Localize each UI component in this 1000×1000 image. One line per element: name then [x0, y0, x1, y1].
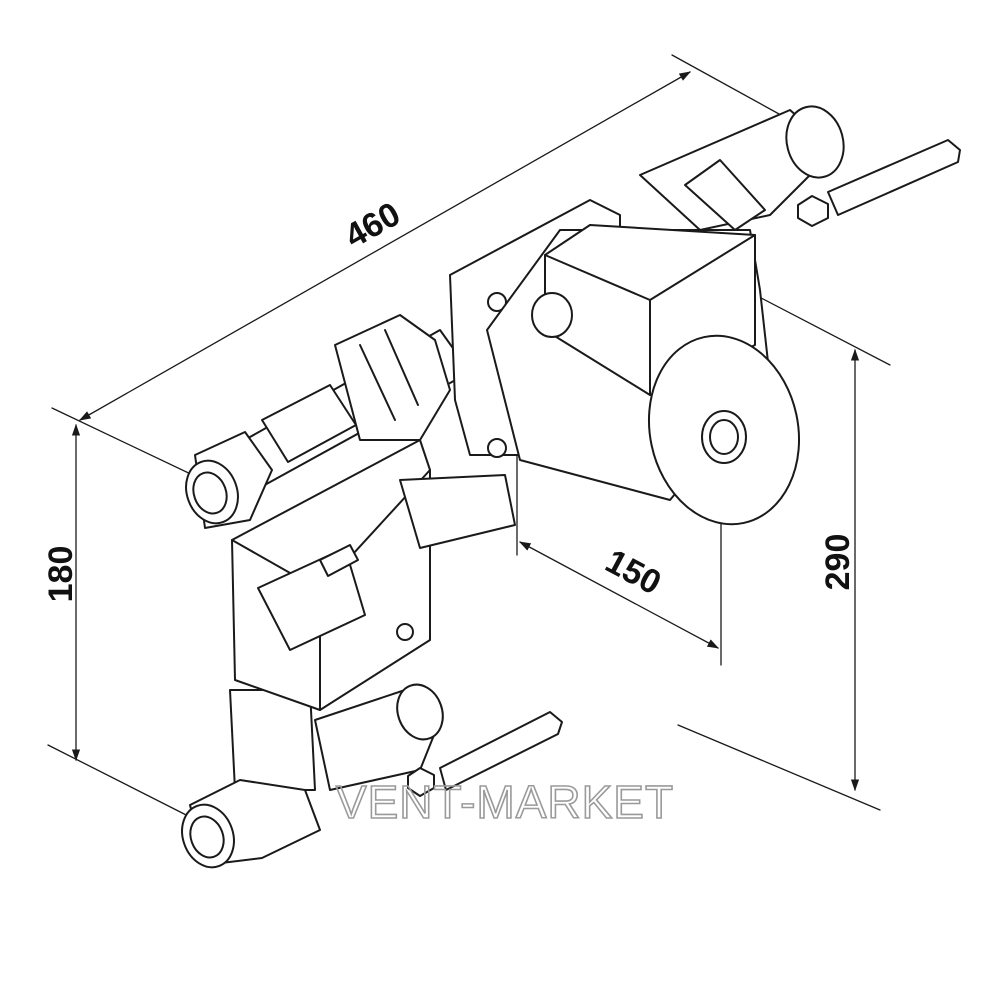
solenoid-screw: [396, 623, 414, 641]
flange-bolt-top: [487, 292, 507, 312]
lower-outlet-fitting: [181, 779, 321, 869]
top-valve-stem-nut: [797, 195, 829, 227]
solenoid-valve: [229, 439, 516, 791]
upper-inlet-fitting: [185, 431, 273, 529]
bottom-valve-port: [396, 683, 444, 741]
solenoid-connector: [257, 547, 366, 651]
dimension-180: 180: [42, 423, 201, 823]
dimension-line-460: [78, 71, 692, 421]
dimension-label-460: 460: [339, 195, 407, 256]
bottom-ball-valve: [314, 683, 563, 797]
bottom-valve-handle: [439, 711, 563, 791]
upper-union-nut: [334, 314, 451, 441]
top-valve-port: [785, 105, 845, 179]
dimension-line-150: [518, 541, 720, 649]
pump-motor-cap: [701, 410, 747, 464]
top-ball-valve: [639, 105, 961, 231]
union-nut-facets: [359, 329, 419, 421]
extension-line-bottom-left: [47, 744, 201, 823]
solenoid-connector-latch: [319, 544, 359, 577]
dimension-label-290: 290: [819, 534, 857, 591]
vertical-pipe-lower: [229, 689, 316, 791]
extension-line-bottom-right: [677, 724, 881, 811]
top-valve-handle: [827, 139, 961, 216]
union-nut-body: [334, 314, 451, 441]
dimension-290: 290: [639, 234, 891, 811]
flange-bolt-bottom: [487, 438, 507, 458]
top-valve-hex-nut: [684, 159, 766, 231]
bottom-valve-stem-nut: [407, 767, 435, 797]
upper-inlet-opening: [192, 471, 228, 515]
watermark-text: VENT-MARKET: [336, 776, 674, 828]
terminal-box-edges: [544, 234, 756, 396]
dimension-label-180: 180: [42, 546, 80, 603]
extension-line-right: [671, 54, 791, 121]
lower-outlet-opening: [189, 815, 225, 859]
solenoid-stem: [399, 474, 516, 549]
dimension-label-150: 150: [599, 542, 667, 602]
pump-cable-gland: [531, 292, 573, 338]
pump-motor-cap-inner: [709, 419, 739, 455]
circulation-pump: [449, 199, 801, 526]
